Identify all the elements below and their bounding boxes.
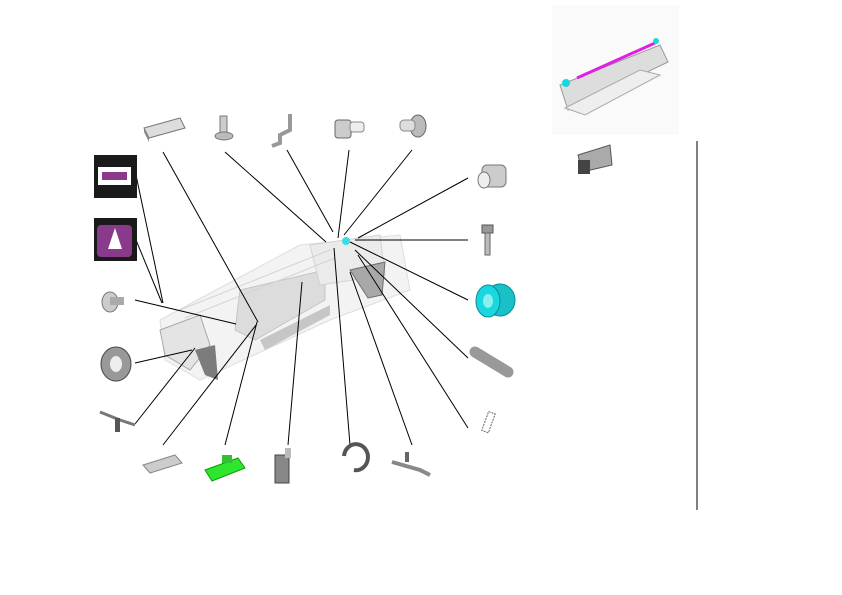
- sensor-part: [274, 448, 291, 484]
- rectangle-indicator-icon: [94, 155, 137, 198]
- lever-bracket-part: [99, 410, 136, 432]
- e-ring-part: [342, 442, 370, 473]
- gear-part: [477, 164, 507, 189]
- spring-part: [481, 410, 496, 434]
- bracket-part: [271, 114, 292, 148]
- cyan-roller-position: [342, 237, 350, 245]
- bushing-part: [399, 114, 427, 138]
- main-fuser-assembly: [159, 234, 411, 381]
- plate-part: [142, 454, 183, 474]
- ring-part: [100, 346, 132, 382]
- cyan-roller-part[interactable]: [475, 283, 516, 318]
- screw-part-right: [481, 224, 494, 256]
- green-circuit-board[interactable]: [204, 455, 246, 482]
- triangle-warning-icon: [94, 218, 137, 261]
- leader-lines: [134, 149, 469, 446]
- gear-bushing-part: [334, 119, 365, 139]
- clip-part: [577, 144, 613, 174]
- screw-part: [214, 115, 234, 141]
- arm-bracket-part: [391, 452, 431, 477]
- fuser-assembly-thumbnail: [552, 5, 679, 135]
- cover-part: [143, 117, 186, 142]
- pin-part: [469, 346, 514, 378]
- pin-flange-part: [101, 291, 124, 313]
